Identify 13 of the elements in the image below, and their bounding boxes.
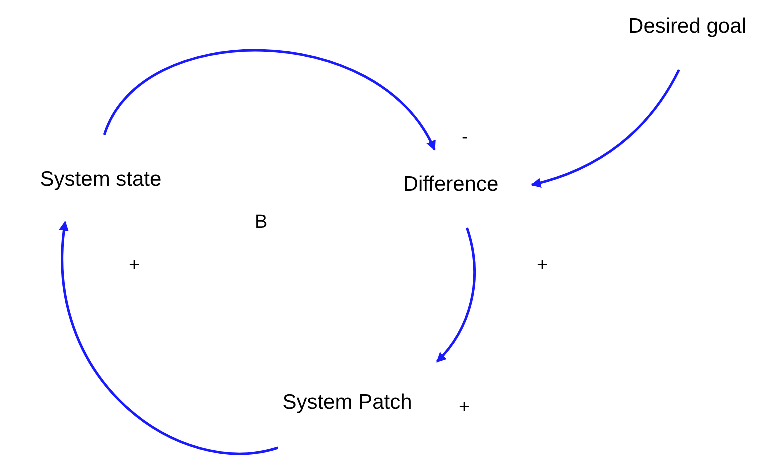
polarity-label: + [537,256,548,275]
arrow [531,69,680,188]
node-label: Difference [403,172,499,198]
polarity-label: B [255,213,268,232]
polarity-label: + [459,398,470,417]
polarity-label: - [462,128,468,147]
node-label: System Patch [282,390,412,416]
arrow [103,49,436,151]
node-label: System state [40,167,162,193]
arrow [436,228,476,363]
polarity-label: + [129,256,140,275]
node-label: Desired goal [628,14,746,40]
arrow [60,221,278,455]
